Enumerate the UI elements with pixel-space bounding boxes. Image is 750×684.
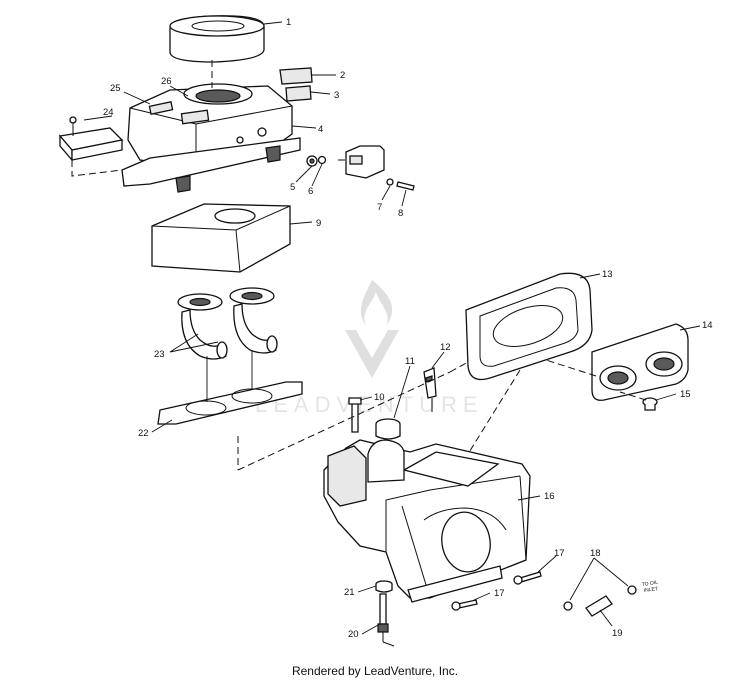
part-3-decal [285,85,312,102]
callout-4: 4 [318,124,323,135]
callout-5: 5 [290,182,295,193]
part-10-screw [348,397,362,433]
part-15-plug [642,397,658,411]
part-20-drain-valve [377,593,395,647]
part-11-cap [375,418,401,440]
callout-25: 25 [110,83,121,94]
callout-10: 10 [374,392,385,403]
callout-1: 1 [286,17,291,28]
oil-inlet-note-1: TO OIL [641,580,658,588]
callout-8: 8 [398,208,403,219]
callout-21: 21 [344,587,355,598]
part-6-washer [317,155,327,165]
oil-inlet-note-2: INLET [643,586,658,594]
part-22-gasket [157,350,303,425]
part-1-foam-ring [169,15,265,63]
part-24-bracket [58,116,124,162]
part-2-decal [279,67,313,85]
callout-14: 14 [702,320,713,331]
part-9-air-filter [151,203,291,273]
assembly-lines [71,60,647,471]
callout-13: 13 [602,269,613,280]
part-19-hose [585,595,613,617]
part-21-grommet [375,580,393,593]
part-16-airbox-base [323,439,531,603]
callout-17-a: 17 [554,548,565,559]
callout-15: 15 [680,389,691,400]
callout-22: 22 [138,428,149,439]
callout-2: 2 [340,70,345,81]
callout-11: 11 [405,356,415,367]
callout-16: 16 [544,491,555,502]
callout-24: 24 [103,107,114,118]
part-4-airbox-cover [121,83,301,193]
callout-20: 20 [348,629,359,640]
part-13-flange [465,272,593,381]
part-23-intake-boots [177,287,278,360]
leader-lines [83,21,701,635]
callout-18: 18 [590,548,601,559]
part-17-fastener-lower [451,599,478,611]
latch-bracket [345,145,385,179]
callout-6: 6 [308,186,313,197]
callout-26: 26 [161,76,172,87]
callout-numbers: 1 2 3 4 5 6 7 8 9 10 11 12 13 14 15 16 1… [103,17,713,640]
part-14-duct [591,323,689,401]
part-17-fastener-upper [513,571,542,585]
part-8-screw [396,181,415,191]
callout-23: 23 [154,349,165,360]
callout-12: 12 [440,342,451,353]
callout-17-b: 17 [494,588,505,599]
callout-19: 19 [612,628,623,639]
callout-3: 3 [334,90,339,101]
part-12-dipstick [423,367,437,412]
callout-7: 7 [377,202,382,213]
watermark-logo [345,280,399,378]
footer-credit: Rendered by LeadVenture, Inc. [291,664,459,678]
part-18-clamp [563,585,637,611]
part-5-grommet [306,155,318,167]
part-7-nut [386,178,394,186]
callout-9: 9 [316,218,321,229]
